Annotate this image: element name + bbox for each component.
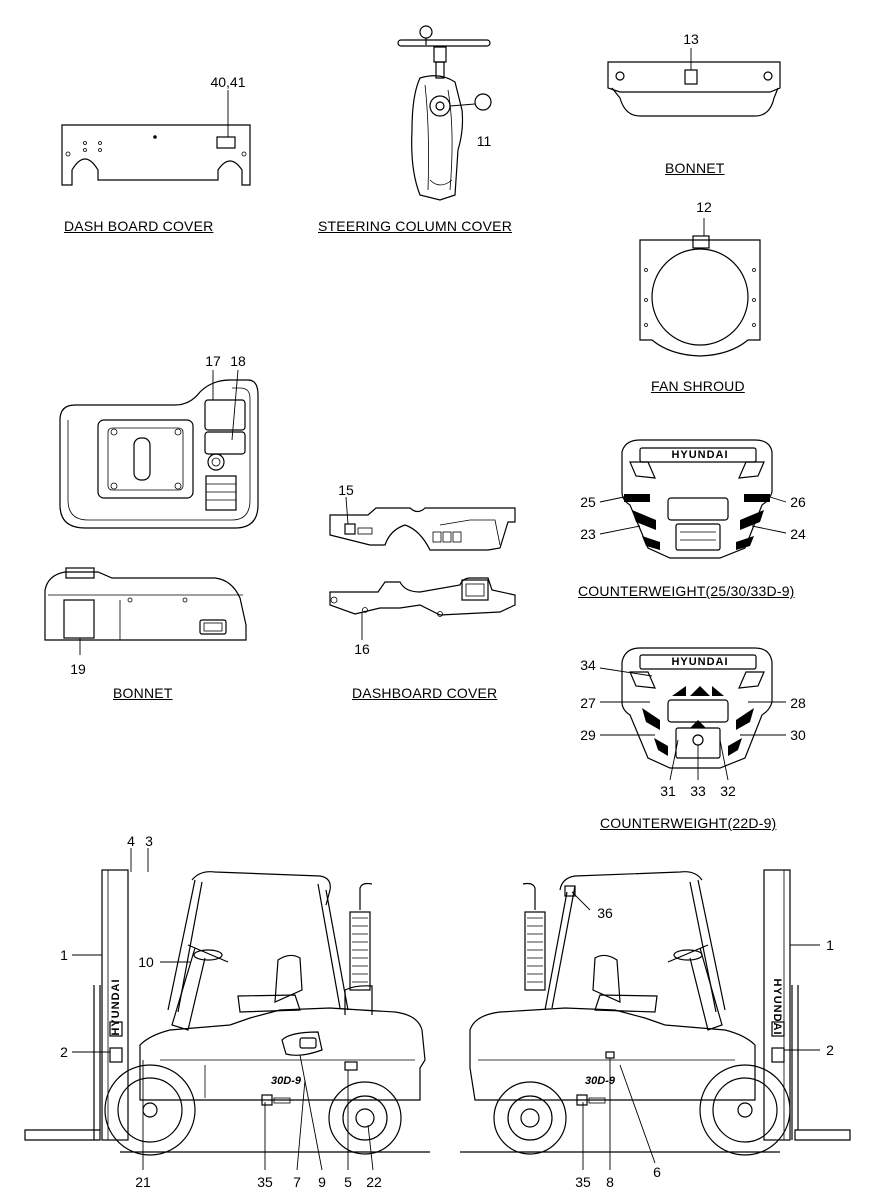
callout-32: 32 (720, 783, 736, 799)
callout-33: 33 (690, 783, 706, 799)
callout-10: 10 (138, 954, 154, 970)
callout-26: 26 (790, 494, 806, 510)
forklift-left-drawing (24, 848, 430, 1171)
callout-34: 34 (580, 657, 596, 673)
caption-steering-column-cover: STEERING COLUMN COVER (318, 218, 512, 234)
caption-dash-board-cover: DASH BOARD COVER (64, 218, 214, 234)
counterweight-2-drawing (599, 647, 786, 781)
right-model-decal: 30D-9 (585, 1075, 615, 1087)
callout-9: 9 (318, 1174, 326, 1190)
caption-bonnet-top: BONNET (665, 160, 725, 176)
callout-7: 7 (293, 1174, 301, 1190)
callout-2-right: 2 (826, 1042, 834, 1058)
callout-35-left: 35 (257, 1174, 273, 1190)
forklift-right-drawing (460, 869, 851, 1170)
counterweight-1-brand: HYUNDAI (671, 449, 729, 461)
callout-35-right: 35 (575, 1174, 591, 1190)
callout-21: 21 (135, 1174, 151, 1190)
callout-1-left: 1 (60, 947, 68, 963)
counterweight-2-brand: HYUNDAI (671, 656, 729, 668)
callout-11: 11 (476, 133, 492, 149)
callout-36: 36 (597, 905, 613, 921)
callout-18: 18 (230, 353, 246, 369)
callout-6: 6 (653, 1164, 661, 1180)
callout-27: 27 (580, 695, 596, 711)
caption-counterweight-2: COUNTERWEIGHT(22D-9) (600, 815, 777, 831)
callout-16: 16 (354, 641, 370, 657)
callout-28: 28 (790, 695, 806, 711)
callout-22: 22 (366, 1174, 382, 1190)
callout-30: 30 (790, 727, 806, 743)
dashboard-cover-lower-drawing (329, 577, 516, 640)
callout-31: 31 (660, 783, 676, 799)
mast-right-brand: HYUNDAI (771, 978, 783, 1036)
dashboard-cover-upper-drawing (329, 496, 516, 551)
bonnet-left-upper-drawing (59, 369, 259, 529)
left-model-decal: 30D-9 (271, 1075, 301, 1087)
caption-counterweight-1: COUNTERWEIGHT(25/30/33D-9) (578, 583, 795, 599)
callout-12: 12 (696, 199, 712, 215)
callout-8: 8 (606, 1174, 614, 1190)
bonnet-top-drawing (607, 48, 781, 117)
steering-column-cover-drawing (397, 25, 492, 201)
callout-23: 23 (580, 526, 596, 542)
callout-3: 3 (145, 833, 153, 849)
callout-15: 15 (338, 482, 354, 498)
callout-4: 4 (127, 833, 135, 849)
callout-19: 19 (70, 661, 86, 677)
callout-5: 5 (344, 1174, 352, 1190)
fan-shroud-drawing (639, 218, 761, 357)
callout-29: 29 (580, 727, 596, 743)
caption-bonnet-left: BONNET (113, 685, 173, 701)
callout-2-left: 2 (60, 1044, 68, 1060)
caption-fan-shroud: FAN SHROUD (651, 378, 745, 394)
bonnet-left-lower-drawing (44, 567, 247, 655)
callout-24: 24 (790, 526, 806, 542)
callout-13: 13 (683, 31, 699, 47)
caption-dashboard-cover: DASHBOARD COVER (352, 685, 498, 701)
dash-board-cover-drawing (61, 90, 251, 186)
mast-left-brand: HYUNDAI (110, 978, 122, 1036)
callout-17: 17 (205, 353, 221, 369)
counterweight-1-drawing (599, 439, 787, 559)
callout-40-41: 40,41 (210, 74, 246, 90)
callout-1-right: 1 (826, 937, 834, 953)
callout-25: 25 (580, 494, 596, 510)
